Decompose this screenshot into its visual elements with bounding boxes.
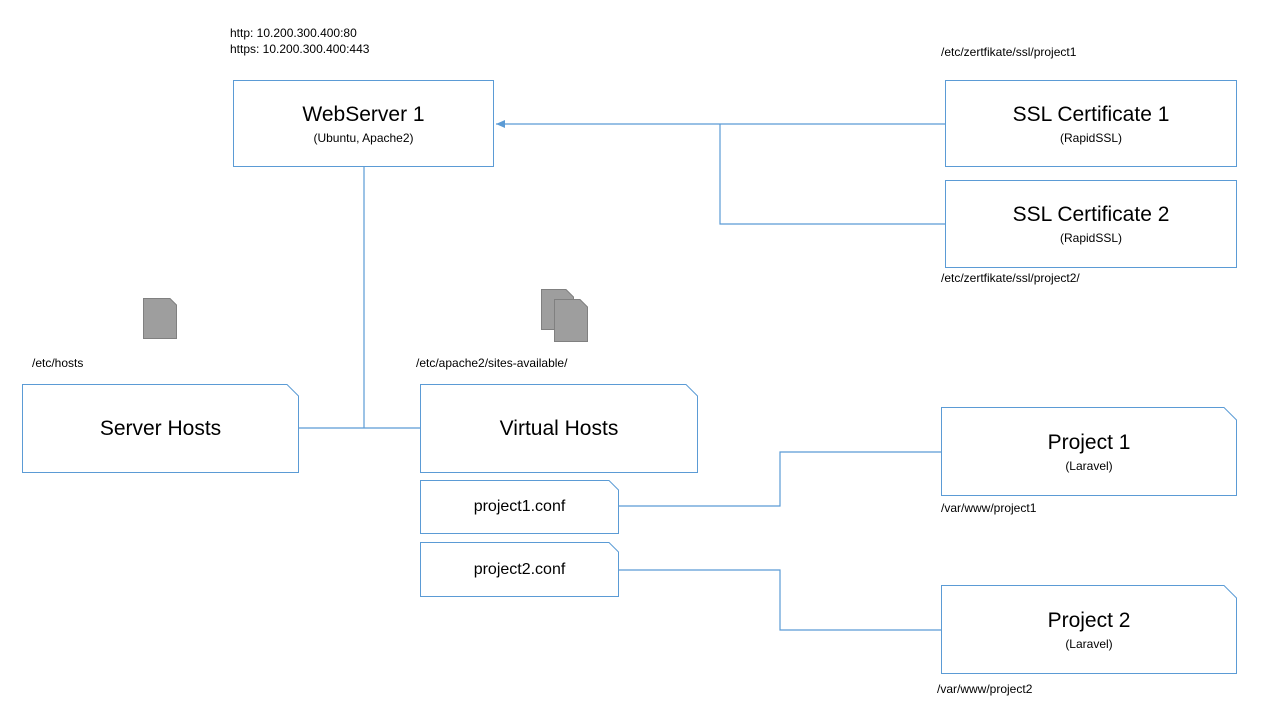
ssl2-to-webserver-connector xyxy=(719,124,945,225)
server-hosts-node: Server Hosts xyxy=(22,384,299,473)
ssl2-path: /etc/zertfikate/ssl/project2/ xyxy=(941,271,1080,285)
ssl1-path: /etc/zertfikate/ssl/project1 xyxy=(941,45,1077,59)
webserver-title: WebServer 1 xyxy=(302,102,425,126)
virtual-hosts-path: /etc/apache2/sites-available/ xyxy=(416,356,568,370)
project2-conf-title: project2.conf xyxy=(473,560,566,578)
project-1-node: Project 1 (Laravel) xyxy=(941,407,1237,496)
ssl1-title: SSL Certificate 1 xyxy=(1012,102,1170,126)
ssl2-title: SSL Certificate 2 xyxy=(1012,203,1170,226)
project1-subtitle: (Laravel) xyxy=(1065,458,1113,473)
ssl1-subtitle: (RapidSSL) xyxy=(1059,130,1123,145)
project2-path: /var/www/project2 xyxy=(937,682,1033,696)
webserver-subtitle: (Ubuntu, Apache2) xyxy=(313,130,414,145)
project1-conf-node: project1.conf xyxy=(420,480,619,534)
project2-subtitle: (Laravel) xyxy=(1065,636,1113,651)
webserver-node: WebServer 1 (Ubuntu, Apache2) xyxy=(233,80,494,167)
ssl-certificate-2-node: SSL Certificate 2 (RapidSSL) xyxy=(945,180,1237,268)
ssl-certificate-1-node: SSL Certificate 1 (RapidSSL) xyxy=(945,80,1237,167)
virtual-hosts-title: Virtual Hosts xyxy=(499,416,619,440)
conf1-to-project1-connector xyxy=(619,451,941,507)
project1-conf-title: project1.conf xyxy=(473,498,566,515)
server-hosts-title: Server Hosts xyxy=(99,416,222,440)
conf2-to-project2-connector xyxy=(619,569,941,631)
project2-conf-node: project2.conf xyxy=(420,542,619,597)
virtual-hosts-node: Virtual Hosts xyxy=(420,384,698,473)
project-2-node: Project 2 (Laravel) xyxy=(941,585,1237,674)
project2-title: Project 2 xyxy=(1047,608,1131,632)
document-icon xyxy=(143,298,177,339)
server-hosts-path: /etc/hosts xyxy=(32,356,84,370)
ssl2-subtitle: (RapidSSL) xyxy=(1059,231,1123,245)
project1-path: /var/www/project1 xyxy=(941,501,1037,515)
webserver-https-address: https: 10.200.300.400:443 xyxy=(230,42,370,56)
documents-icon xyxy=(541,289,588,342)
project1-title: Project 1 xyxy=(1047,430,1131,454)
webserver-http-address: http: 10.200.300.400:80 xyxy=(230,26,357,40)
